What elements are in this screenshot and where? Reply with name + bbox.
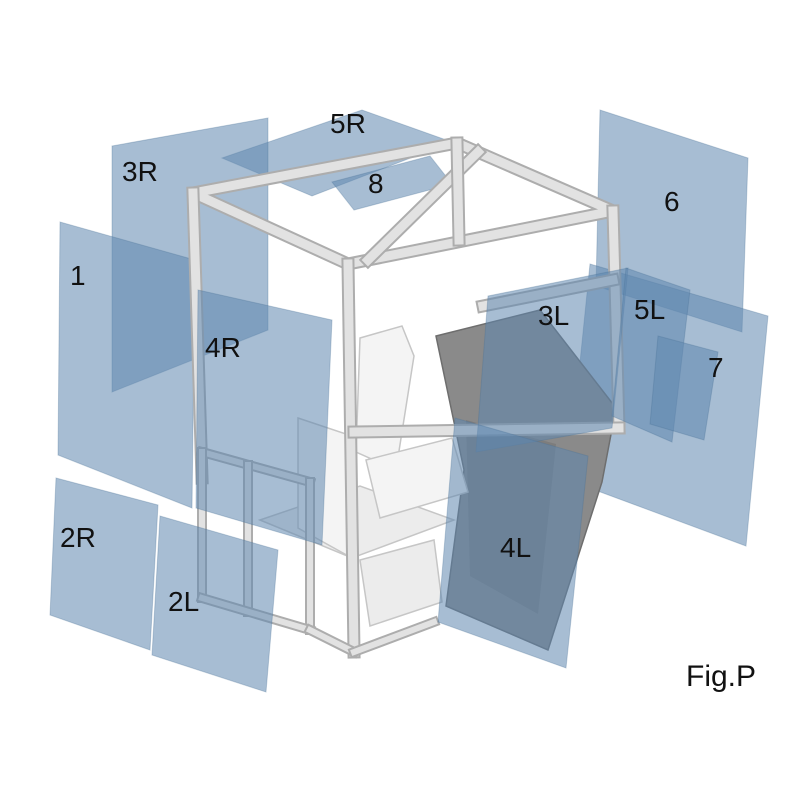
panel-label-2L: 2L [168,586,200,617]
panel-label-8: 8 [368,168,384,199]
panel-2R-glass [49,477,159,651]
panel-label-7: 7 [708,352,724,383]
panel-4L-glass [437,417,589,669]
panel-label-2R: 2R [60,522,96,553]
panel-1-glass [57,221,196,509]
glass-panels-front [151,267,719,693]
figure-caption: Fig.P [686,660,757,693]
panel-7-glass [649,335,719,441]
panel-label-4L: 4L [500,532,532,563]
console [355,325,415,472]
panel-label-1: 1 [70,260,86,291]
panel-label-3L: 3L [538,300,570,331]
panel-3L-glass [475,267,629,453]
panel-label-6: 6 [664,186,680,217]
floor-wedge [359,539,443,627]
panel-2L-glass [151,515,279,693]
panel-4R-glass [195,289,333,546]
panel-label-3R: 3R [122,156,158,187]
panel-label-5L: 5L [634,294,666,325]
panel-label-4R: 4R [205,332,241,363]
panel-label-5R: 5R [330,108,366,139]
